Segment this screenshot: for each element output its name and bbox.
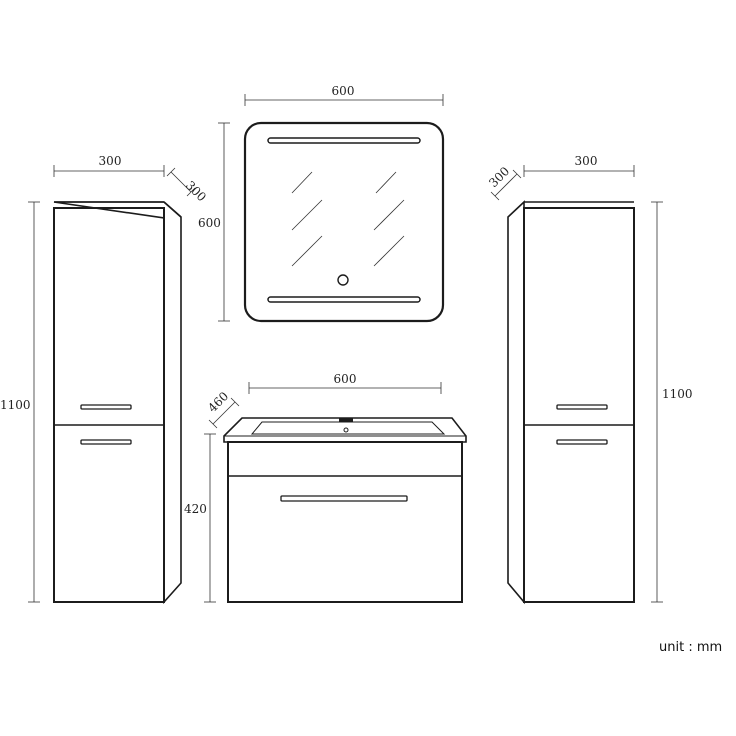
mirror-frame bbox=[243, 121, 445, 323]
left-cabinet-depth-label: 300 bbox=[183, 178, 209, 204]
right-cabinet-width-label: 300 bbox=[575, 154, 598, 168]
vanity-depth-dimension-line bbox=[208, 397, 240, 429]
mirror-top-light-bar bbox=[267, 137, 421, 144]
mirror-width-dimension-line bbox=[244, 94, 444, 106]
vanity-drain-icon bbox=[343, 427, 349, 433]
mirror-height-label: 600 bbox=[198, 216, 221, 230]
right-cabinet-height-label: 1100 bbox=[662, 387, 693, 401]
left-cabinet-lower-handle bbox=[80, 439, 132, 445]
right-cabinet-lower-handle bbox=[556, 439, 608, 445]
right-cabinet-side-panel bbox=[507, 200, 525, 605]
right-tall-cabinet: 300 300 1100 bbox=[486, 154, 693, 605]
left-cabinet-upper-handle bbox=[80, 404, 132, 410]
mirror: 600 600 bbox=[198, 84, 445, 323]
vanity-height-dimension-line bbox=[204, 433, 216, 603]
left-cabinet-height-label: 1100 bbox=[0, 398, 31, 412]
right-cabinet-upper-handle bbox=[556, 404, 608, 410]
left-cabinet-width-dimension-line bbox=[53, 165, 165, 177]
mirror-touch-switch-icon bbox=[337, 274, 349, 286]
left-cabinet-depth-dimension-line bbox=[166, 167, 196, 197]
mirror-width-label: 600 bbox=[332, 84, 355, 98]
left-tall-cabinet: 300 300 1100 bbox=[0, 154, 209, 605]
vanity-width-dimension-line bbox=[248, 382, 442, 394]
mirror-reflection-lines bbox=[291, 171, 405, 267]
right-cabinet-height-dimension-line bbox=[651, 201, 663, 603]
vanity-height-label: 420 bbox=[184, 502, 207, 516]
left-cabinet-side-panel bbox=[53, 201, 182, 605]
right-cabinet-depth-dimension-line bbox=[490, 169, 522, 201]
left-cabinet-width-label: 300 bbox=[99, 154, 122, 168]
mirror-bottom-light-bar bbox=[267, 296, 421, 303]
right-cabinet-depth-label: 300 bbox=[486, 164, 512, 190]
right-cabinet-width-dimension-line bbox=[523, 165, 635, 177]
mirror-height-dimension-line bbox=[218, 122, 230, 322]
left-cabinet-height-dimension-line bbox=[28, 201, 40, 603]
vanity-drawer-handle bbox=[280, 495, 408, 502]
vanity-unit: 600 460 420 bbox=[184, 372, 467, 603]
vanity-depth-label: 460 bbox=[205, 389, 231, 415]
vanity-cabinet-body bbox=[227, 441, 463, 603]
vanity-tap-hole-icon bbox=[339, 418, 353, 422]
vanity-width-label: 600 bbox=[334, 372, 357, 386]
unit-label: unit : mm bbox=[659, 640, 722, 655]
vanity-basin-bowl bbox=[250, 421, 446, 435]
